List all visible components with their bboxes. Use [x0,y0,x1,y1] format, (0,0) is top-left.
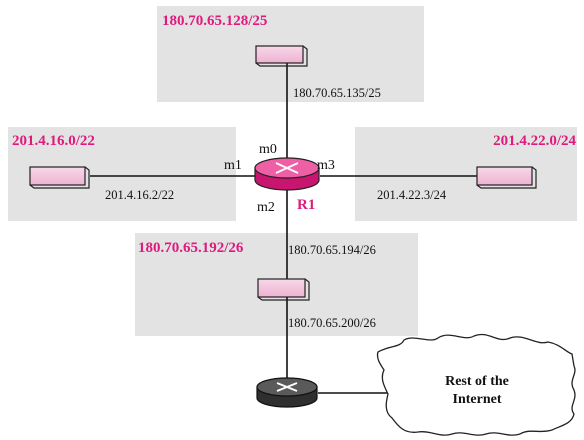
host-icon[interactable] [255,45,308,67]
address-bottom-upper: 180.70.65.194/26 [288,243,376,257]
network-label-right: 201.4.22.0/24 [493,133,576,149]
address-right-host: 201.4.22.3/24 [377,188,447,202]
network-label-bottom: 180.70.65.192/26 [138,240,244,256]
host-icon[interactable] [29,166,90,189]
address-top-host: 180.70.65.135/25 [293,86,381,100]
interface-m2: m2 [257,200,275,215]
address-bottom-lower: 180.70.65.200/26 [288,316,376,330]
internet-label-line1: Rest of the [445,374,509,389]
router-icon[interactable] [256,377,318,408]
address-left-host: 201.4.16.2/22 [105,188,174,202]
router-name: R1 [297,197,315,213]
internet-label-line2: Internet [453,392,502,407]
network-label-left: 201.4.16.0/22 [12,133,95,149]
cloud-icon [376,333,576,436]
interface-m3: m3 [317,158,335,173]
router-icon[interactable] [254,157,320,191]
network-label-top: 180.70.65.128/25 [162,13,267,29]
host-icon[interactable] [257,278,310,301]
interface-m1: m1 [224,158,242,173]
network-box-right [355,127,577,221]
interface-m0: m0 [259,142,277,157]
host-icon[interactable] [476,166,537,189]
